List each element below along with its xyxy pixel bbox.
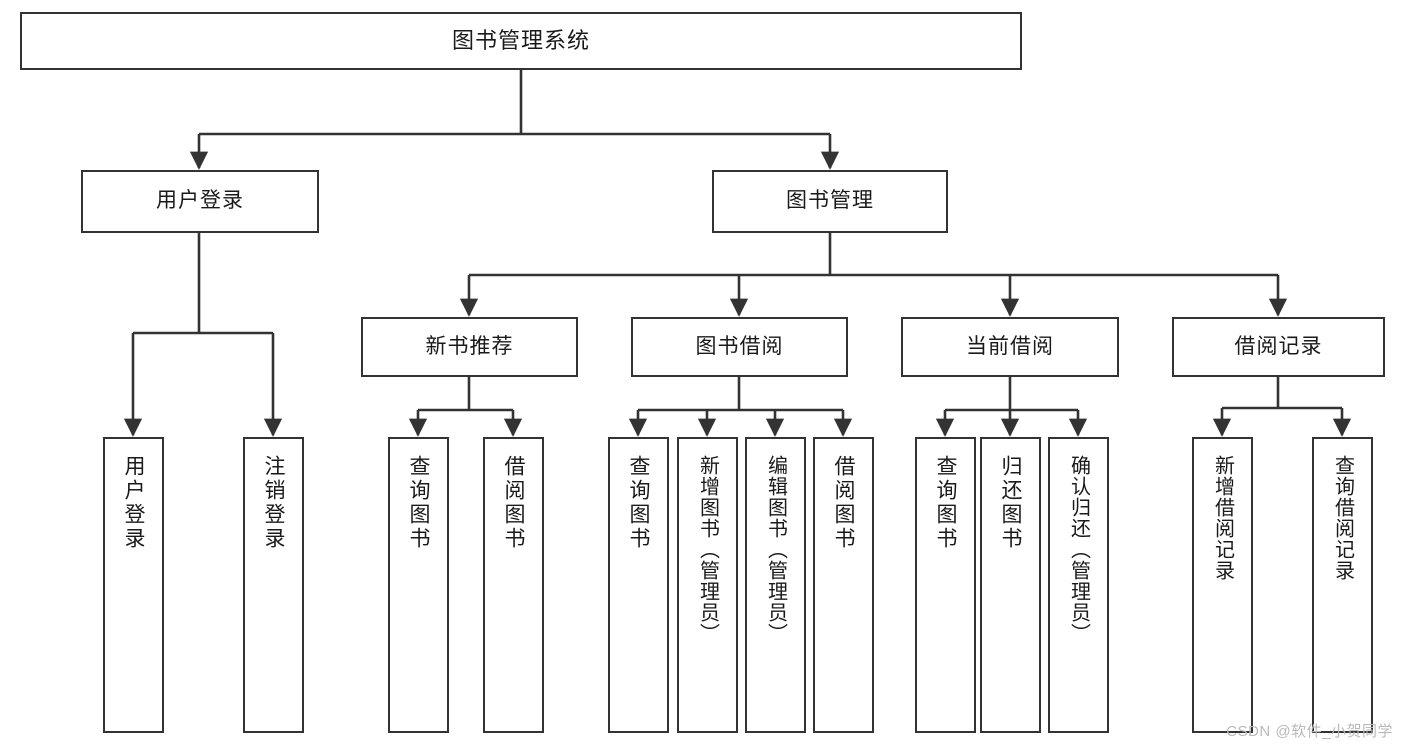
leaf-borrow-edit-book-admin[interactable]: 编辑图书（管理员） xyxy=(745,437,806,733)
node-borrow-record-label: 借阅记录 xyxy=(1234,334,1323,358)
leaf-record-add-record[interactable]: 新增借阅记录 xyxy=(1192,437,1253,733)
leaf-current-confirm-return-admin-label: 确认归还（管理员） xyxy=(1067,455,1090,644)
leaf-borrow-query-book[interactable]: 查询图书 xyxy=(608,437,669,733)
node-user-login-label: 用户登录 xyxy=(156,189,244,213)
leaf-borrow-edit-book-admin-label: 编辑图书（管理员） xyxy=(764,455,787,644)
leaf-current-query-book-label: 查询图书 xyxy=(934,455,957,551)
csdn-watermark: CSDN @软件_小贺同学 xyxy=(1226,723,1393,740)
node-book-borrow[interactable]: 图书借阅 xyxy=(631,317,848,377)
leaf-user-login-login[interactable]: 用户登录 xyxy=(103,437,164,733)
node-user-login[interactable]: 用户登录 xyxy=(81,170,319,233)
leaf-borrow-add-book-admin[interactable]: 新增图书（管理员） xyxy=(677,437,738,733)
node-book-manage[interactable]: 图书管理 xyxy=(712,170,948,233)
node-current-borrow[interactable]: 当前借阅 xyxy=(901,317,1119,377)
node-borrow-record[interactable]: 借阅记录 xyxy=(1172,317,1385,377)
node-new-book-recommend-label: 新书推荐 xyxy=(425,334,514,358)
leaf-record-query-record-label: 查询借阅记录 xyxy=(1331,455,1354,581)
leaf-record-add-record-label: 新增借阅记录 xyxy=(1211,455,1234,581)
leaf-new-book-query-label: 查询图书 xyxy=(407,455,430,551)
leaf-borrow-add-book-admin-label: 新增图书（管理员） xyxy=(696,455,719,644)
node-current-borrow-label: 当前借阅 xyxy=(966,334,1054,358)
node-root-system[interactable]: 图书管理系统 xyxy=(20,12,1022,70)
leaf-borrow-query-book-label: 查询图书 xyxy=(627,455,650,551)
leaf-user-login-login-label: 用户登录 xyxy=(122,455,145,551)
node-new-book-recommend[interactable]: 新书推荐 xyxy=(361,317,578,377)
leaf-user-login-logout-label: 注销登录 xyxy=(262,455,285,551)
leaf-current-return-book-label: 归还图书 xyxy=(999,455,1022,551)
leaf-record-query-record[interactable]: 查询借阅记录 xyxy=(1312,437,1373,733)
leaf-new-book-query[interactable]: 查询图书 xyxy=(388,437,449,733)
leaf-current-confirm-return-admin[interactable]: 确认归还（管理员） xyxy=(1048,437,1109,733)
leaf-new-book-borrow-label: 借阅图书 xyxy=(502,455,525,551)
leaf-borrow-borrow-book-label: 借阅图书 xyxy=(832,455,855,551)
leaf-new-book-borrow[interactable]: 借阅图书 xyxy=(483,437,544,733)
leaf-borrow-borrow-book[interactable]: 借阅图书 xyxy=(813,437,874,733)
leaf-user-login-logout[interactable]: 注销登录 xyxy=(243,437,304,733)
node-root-system-label: 图书管理系统 xyxy=(451,28,590,54)
leaf-current-query-book[interactable]: 查询图书 xyxy=(915,437,976,733)
node-book-borrow-label: 图书借阅 xyxy=(695,334,784,358)
node-book-manage-label: 图书管理 xyxy=(786,189,874,213)
leaf-current-return-book[interactable]: 归还图书 xyxy=(980,437,1041,733)
